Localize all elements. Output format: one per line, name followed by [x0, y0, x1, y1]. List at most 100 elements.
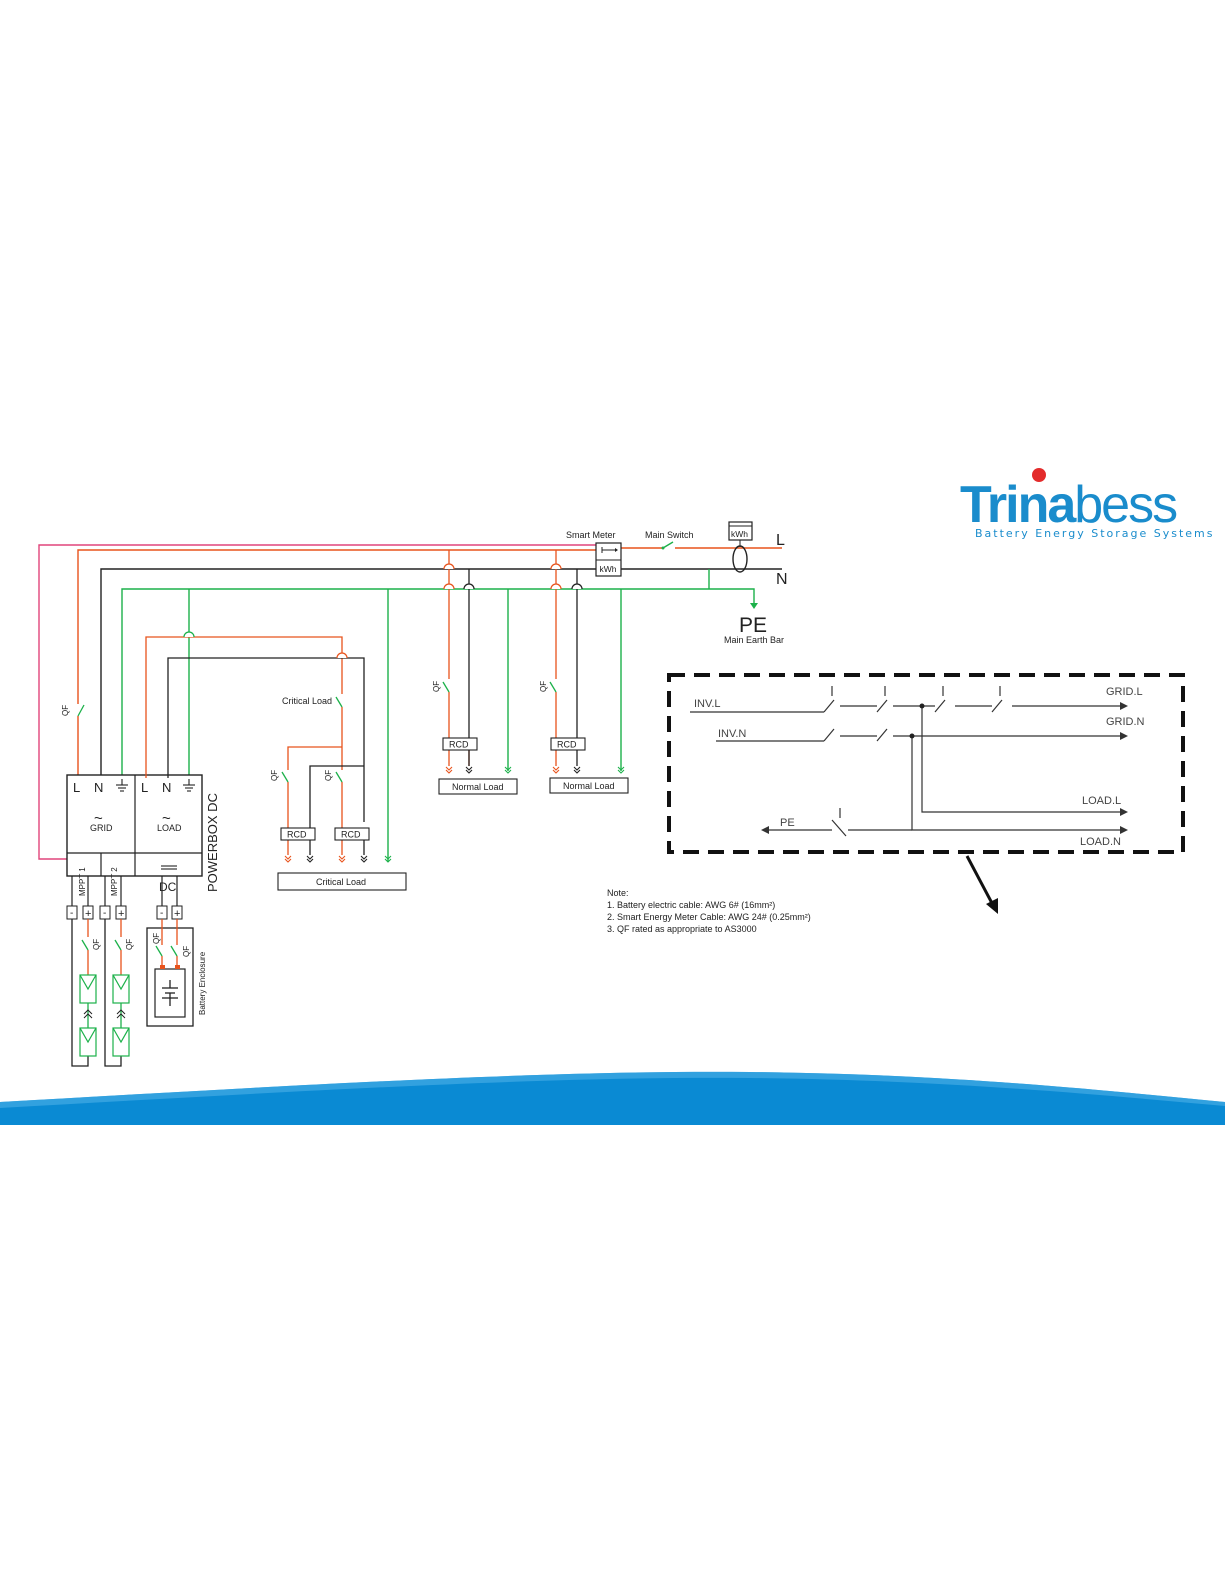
- logo-tagline: Battery Energy Storage Systems: [975, 527, 1215, 540]
- load-terminal-l: L: [141, 780, 148, 795]
- normal2-rcd: RCD: [550, 737, 586, 751]
- svg-text:Trinabess: Trinabess: [960, 476, 1177, 534]
- pe-arrow: [750, 603, 758, 609]
- critical-rcd-1-label: RCD: [287, 830, 307, 840]
- critical-load-box: Critical Load: [277, 872, 407, 891]
- critical-rcd-2: RCD: [334, 827, 370, 841]
- normal1-rcd-label: RCD: [449, 740, 469, 750]
- line-n-label: N: [776, 571, 788, 588]
- load-earth-icon: [183, 779, 195, 792]
- notes-block: Note: 1. Battery electric cable: AWG 6# …: [607, 888, 811, 934]
- mppt2-minus: -: [103, 908, 106, 919]
- grid-qf-label: QF: [61, 705, 70, 716]
- mppt1-label: MPPT 1: [78, 867, 87, 896]
- powerbox-inverter: L N ~ GRID L N ~ LOAD DC MPPT 1 MPPT 2 P…: [66, 774, 220, 920]
- junction-dot: [919, 703, 925, 709]
- normal1-rcd: RCD: [442, 737, 478, 751]
- logo-brand-light: bess: [1074, 476, 1177, 534]
- note-line-3: 3. QF rated as appropriate to AS3000: [607, 924, 757, 934]
- smart-meter: kWh Smart Meter: [566, 530, 622, 577]
- junction-dot: [909, 733, 915, 739]
- normal2-qf-label: QF: [539, 681, 548, 692]
- normal1-qf-switch: [442, 681, 450, 693]
- detail-load-n: LOAD.N: [1080, 836, 1121, 848]
- pe-label: PE: [739, 614, 767, 637]
- smart-meter-kwh: kWh: [600, 564, 617, 574]
- normal-load-1-label: Normal Load: [452, 782, 504, 792]
- trinabess-logo: Trinabess Battery Energy Storage Systems: [960, 468, 1215, 540]
- normal1-qf-label: QF: [432, 681, 441, 692]
- detail-grid-l: GRID.L: [1106, 686, 1143, 698]
- normal-load-box-1: Normal Load: [438, 778, 518, 795]
- load-terminal-n: N: [162, 780, 171, 795]
- critical-load-arrows: [284, 855, 392, 863]
- detail-load-l: LOAD.L: [1082, 795, 1121, 807]
- normal-load-box-2: Normal Load: [549, 777, 629, 794]
- grid-terminal-l: L: [73, 780, 80, 795]
- pv-panel-icon: [112, 1027, 130, 1057]
- current-transformer: [732, 545, 748, 573]
- battery-qf2-label: QF: [182, 946, 191, 957]
- load-output-wiring: [145, 636, 365, 855]
- grid-terminal-n: N: [94, 780, 103, 795]
- detail-grid-n: GRID.N: [1106, 716, 1145, 728]
- utility-kwh: kWh: [731, 529, 748, 539]
- supply-lines: [38, 544, 782, 862]
- pv-pink-loop: [38, 544, 596, 860]
- pv-panel-icons: [79, 974, 130, 1057]
- battery-enclosure: QF QF Battery Enclosure: [146, 919, 207, 1027]
- critical-qf2-label: QF: [324, 770, 333, 781]
- neutral-main-line: [100, 568, 782, 778]
- critical-qf1-label: QF: [270, 770, 279, 781]
- wire-crossover-hops: [183, 563, 583, 659]
- critical-rcd-1: RCD: [280, 827, 316, 841]
- main-earth-bar-label: Main Earth Bar: [724, 635, 784, 645]
- pv-panel-icon: [112, 974, 130, 1004]
- blue-wave-highlight: [0, 1071, 1225, 1108]
- mppt1-minus: -: [70, 908, 73, 919]
- normal-load-2-label: Normal Load: [563, 781, 615, 791]
- mppt2-label: MPPT 2: [110, 867, 119, 896]
- live-inverter-line: [77, 549, 596, 778]
- detail-inv-l: INV.L: [694, 698, 721, 710]
- normal2-rcd-label: RCD: [557, 740, 577, 750]
- dc-label: DC: [159, 880, 177, 894]
- grid-qf-breaker: QF: [61, 704, 85, 717]
- blue-wave-banner: [0, 1071, 1225, 1125]
- pv1-qf-label: QF: [92, 939, 101, 950]
- detail-arrowheads: [761, 702, 1128, 834]
- mppt1-plus: +: [85, 908, 91, 920]
- mppt2-plus: +: [118, 908, 124, 920]
- utility-meter: kWh: [728, 521, 753, 573]
- critical-load-caption: Critical Load: [282, 696, 332, 706]
- main-switch-label: Main Switch: [645, 530, 694, 540]
- battery-plus: +: [174, 908, 180, 920]
- normal-load-2-wiring: [555, 550, 578, 766]
- detail-inv-n: INV.N: [718, 728, 746, 740]
- notes-heading: Note:: [607, 888, 629, 898]
- pv-series-chevrons: [83, 1009, 126, 1019]
- load-label: LOAD: [157, 823, 182, 833]
- note-line-2: 2. Smart Energy Meter Cable: AWG 24# (0.…: [607, 912, 811, 922]
- battery-icon: [162, 980, 178, 1006]
- battery-minus: -: [160, 908, 163, 919]
- battery-qf1-label: QF: [152, 933, 161, 944]
- logo-brand-strong: Trina: [960, 476, 1077, 534]
- smart-meter-label: Smart Meter: [566, 530, 616, 540]
- pv-panel-icon: [79, 1027, 97, 1057]
- line-l-label: L: [776, 532, 785, 549]
- grid-ac-icon: ~: [94, 810, 103, 827]
- powerbox-name: POWERBOX DC: [205, 793, 220, 892]
- normal-load-arrows: [445, 766, 625, 774]
- normal2-qf-switch: [549, 681, 557, 693]
- battery-enclosure-label: Battery Enclosure: [198, 951, 207, 1015]
- critical-qf-switches: [281, 696, 343, 783]
- grid-label: GRID: [90, 823, 113, 833]
- critical-rcd-2-label: RCD: [341, 830, 361, 840]
- detail-pe: PE: [780, 817, 795, 829]
- relay-detail-inset: INV.L INV.N GRID.L GRID.N LOAD.L LOAD.N …: [667, 673, 1185, 854]
- earth-main-line: [121, 588, 755, 778]
- grid-earth-icon: [116, 779, 128, 792]
- dc-icon: [161, 865, 177, 870]
